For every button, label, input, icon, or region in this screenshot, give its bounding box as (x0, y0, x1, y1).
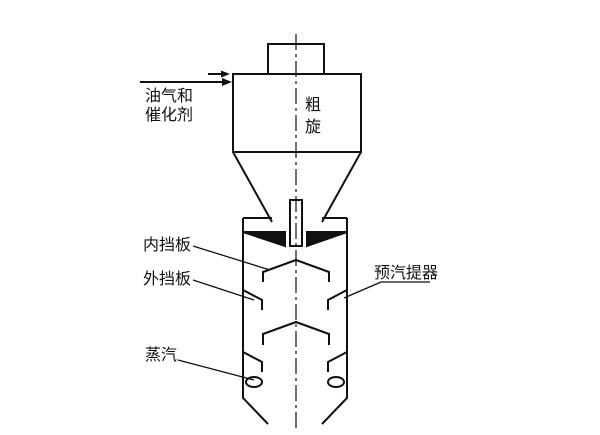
steam-ring-left (245, 376, 263, 388)
cyclone-cone-right (321, 151, 362, 223)
top-baffle-right (306, 231, 348, 248)
steam-label: 蒸汽 (145, 345, 178, 364)
stripper-wall-right (321, 218, 348, 425)
outer-baffle-left-1 (242, 289, 263, 310)
outer-baffle-right-1 (327, 289, 348, 310)
inlet-label-line2: 催化剂 (145, 105, 194, 124)
stripper-wall-left (242, 218, 269, 425)
leader-stripper (343, 281, 382, 299)
stripper-label: 预汽提器 (374, 263, 439, 282)
inlet-arrowhead-2 (221, 70, 230, 78)
cyclone-cone-left (232, 151, 273, 223)
inner-baffle-2 (262, 320, 330, 345)
cyclone-body (232, 73, 362, 153)
inner-baffle-label: 内挡板 (143, 235, 192, 254)
inlet-arrowhead (222, 78, 232, 86)
inlet-label-line1: 油气和 (145, 86, 194, 105)
outer-baffle-left-2 (242, 351, 263, 372)
leader-outer-baffle (192, 279, 255, 301)
outer-baffle-right-2 (327, 351, 348, 372)
cyclone-label: 粗旋 (304, 95, 321, 136)
steam-ring-right (327, 376, 345, 388)
leader-steam (177, 359, 255, 381)
leader-inner-baffle (192, 245, 271, 271)
top-baffle-left (242, 231, 286, 248)
outer-baffle-label: 外挡板 (143, 269, 192, 288)
